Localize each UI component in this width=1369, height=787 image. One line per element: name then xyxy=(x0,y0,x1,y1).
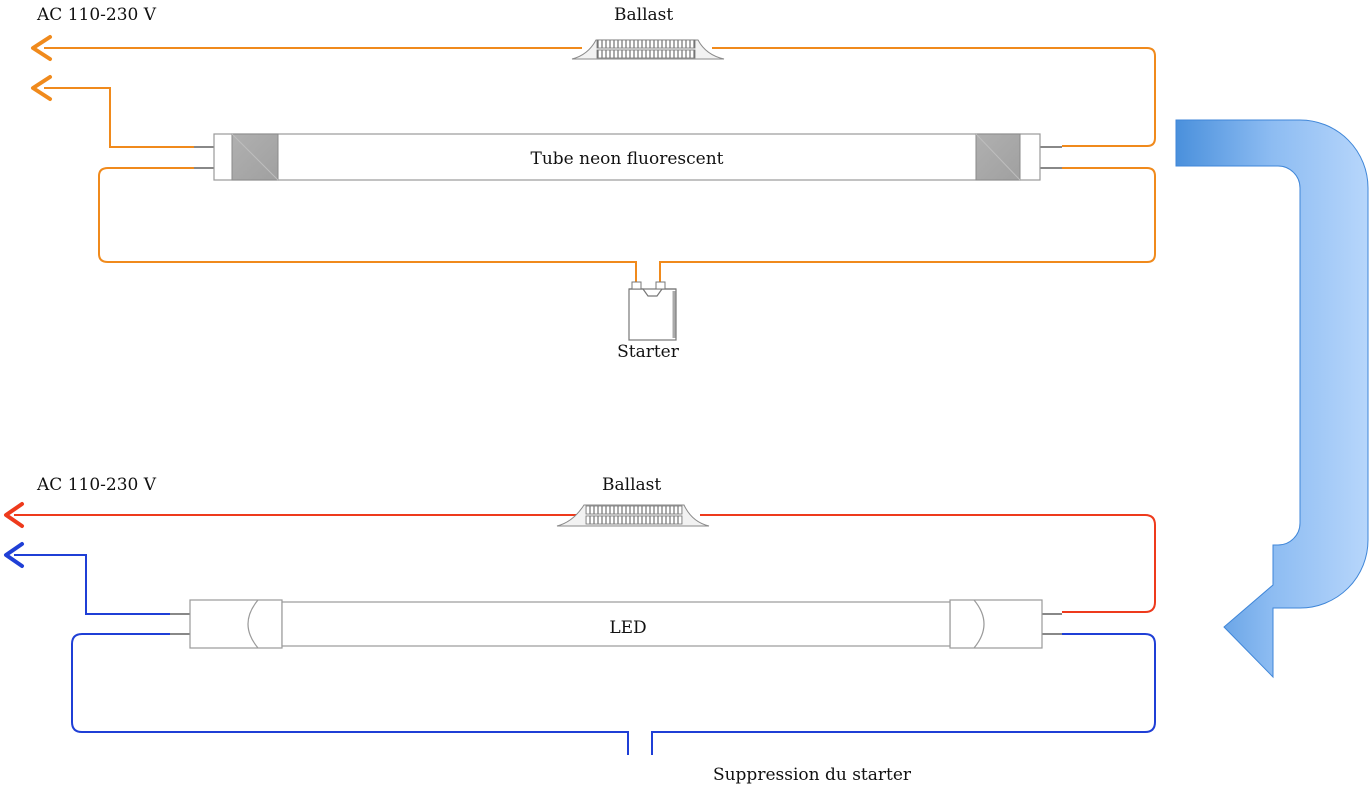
bottom-live-arrow-icon xyxy=(4,502,24,528)
bottom-neutral-arrow-icon xyxy=(4,542,24,568)
led-circuit: AC 110-230 V Ballast xyxy=(4,475,1156,785)
fluorescent-tube-icon xyxy=(194,133,1062,181)
top-right-starter-wire xyxy=(659,167,1156,282)
conversion-arrow-icon xyxy=(1175,119,1369,679)
bottom-ballast-icon xyxy=(556,504,710,527)
starter-icon xyxy=(628,281,677,341)
top-wires xyxy=(44,47,1156,282)
top-ballast-icon xyxy=(571,39,725,60)
bottom-neutral-wires xyxy=(14,554,1156,755)
bottom-ac-label: AC 110-230 V xyxy=(36,475,157,495)
top-neutral-arrow-icon xyxy=(31,75,52,101)
fluorescent-circuit: AC 110-230 V Ballast xyxy=(31,5,1156,362)
top-ac-label: AC 110-230 V xyxy=(36,5,157,25)
top-left-starter-wire xyxy=(98,167,637,282)
bottom-live-wires xyxy=(14,514,1156,613)
bottom-ballast-label: Ballast xyxy=(602,475,661,495)
top-tube-label: Tube neon fluorescent xyxy=(530,149,723,169)
top-neutral-wire xyxy=(44,87,196,148)
starter-removed-label: Suppression du starter xyxy=(713,765,912,785)
top-ballast-to-tube-wire xyxy=(712,47,1156,147)
starter-label: Starter xyxy=(617,342,680,362)
top-ballast-label: Ballast xyxy=(614,5,673,25)
bottom-tube-label: LED xyxy=(609,618,646,638)
top-live-arrow-icon xyxy=(31,35,52,61)
led-tube-icon xyxy=(170,599,1062,649)
